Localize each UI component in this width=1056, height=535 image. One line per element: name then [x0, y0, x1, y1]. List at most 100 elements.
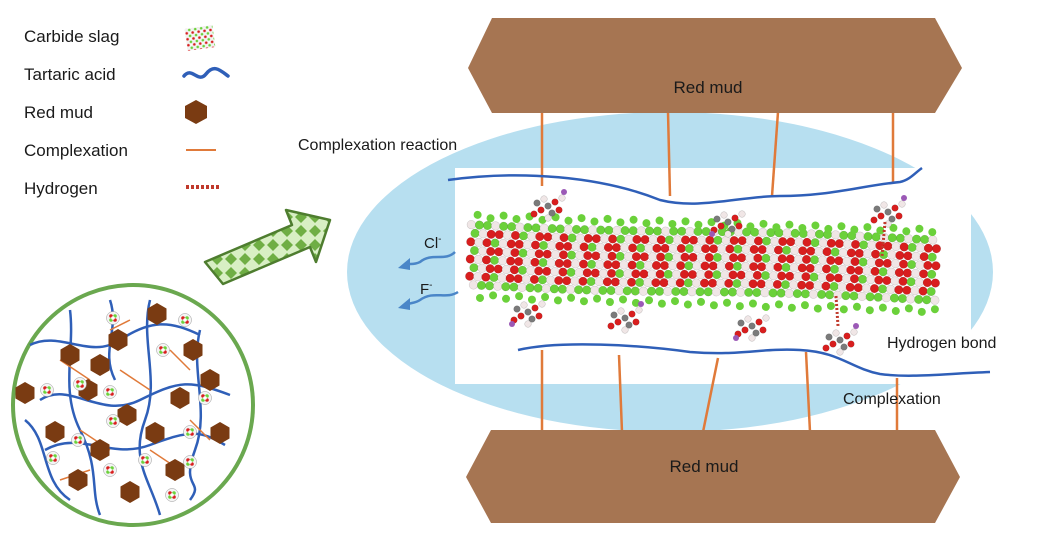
hydrogen-bonds: [834, 221, 887, 327]
lattice-atom: [526, 266, 536, 276]
lattice-atom: [834, 256, 844, 266]
lattice-atom: [817, 289, 827, 300]
lattice-atom: [671, 286, 681, 297]
lattice-atom: [680, 235, 691, 245]
lattice-atom: [841, 291, 851, 301]
bottom-red-mud-label: Red mud: [670, 457, 739, 476]
molecule-atom: [530, 210, 538, 218]
lattice-atom: [493, 264, 503, 274]
lattice-atom: [862, 249, 873, 259]
lattice-atom: [580, 225, 590, 235]
lattice-atom: [713, 235, 723, 245]
lattice-atom: [889, 293, 899, 303]
lattice-atom: [927, 252, 937, 262]
lattice-atom: [596, 225, 606, 235]
lattice-atom: [841, 273, 851, 283]
lattice-atom: [668, 261, 678, 271]
molecule-atom: [850, 328, 858, 336]
lattice-atom: [744, 270, 754, 280]
lattice-atom: [571, 242, 581, 252]
lattice-atom: [694, 220, 703, 229]
lattice-atom: [631, 252, 641, 262]
lattice-atom: [857, 291, 867, 301]
lattice-atom: [612, 225, 622, 235]
lattice-atom: [598, 285, 608, 295]
red-mud-particle: [200, 369, 220, 391]
lattice-atom: [922, 278, 932, 288]
lattice-atom: [541, 292, 550, 301]
hydrogen-bond-label: Hydrogen bond: [887, 335, 996, 352]
red-mud-particle: [90, 439, 110, 461]
lattice-atom: [652, 243, 662, 253]
carbide-slag-particle: [106, 311, 120, 325]
molecule-atom: [544, 202, 552, 210]
lattice-atom: [657, 299, 666, 308]
lattice-atom: [802, 237, 812, 247]
lattice-atom: [911, 251, 921, 261]
lattice-atom: [595, 259, 605, 270]
top-red-mud-block: Red mud: [468, 18, 962, 113]
lattice-atom: [761, 236, 772, 246]
lattice-atom: [849, 274, 860, 284]
lattice-atom: [616, 234, 626, 244]
lattice-atom: [562, 276, 572, 286]
lattice-atom: [915, 243, 925, 253]
tartaric-acid-icon: [182, 66, 230, 79]
lattice-atom: [903, 234, 914, 244]
lattice-atom: [574, 267, 584, 278]
lattice-atom: [594, 277, 604, 287]
lattice-atom: [559, 233, 569, 243]
lattice-atom: [477, 263, 487, 273]
lattice-atom: [891, 307, 900, 316]
tartaric-acid-chain-bottom: [517, 343, 991, 377]
lattice-atom: [801, 272, 811, 282]
lattice-atom: [782, 245, 792, 255]
lattice-atom: [676, 261, 686, 271]
lattice-atom: [760, 270, 771, 281]
lattice-atom: [691, 278, 701, 288]
lattice-atom: [530, 240, 541, 250]
lattice-atom: [494, 230, 504, 240]
carbide-slag-particle: [183, 425, 197, 439]
lattice-atom: [501, 282, 511, 292]
lattice-atom: [478, 246, 488, 256]
lattice-atom: [663, 269, 673, 279]
molecule-atom: [728, 225, 736, 233]
lattice-atom: [889, 223, 898, 232]
lattice-atom: [712, 252, 722, 263]
lattice-atom: [800, 289, 810, 299]
lattice-atom: [521, 274, 531, 284]
lattice-atom: [811, 221, 820, 230]
molecule-atom: [840, 343, 848, 351]
molecule-atom: [720, 211, 728, 219]
lattice-atom: [923, 260, 933, 270]
lattice-atom: [837, 222, 846, 231]
lattice-atom: [685, 226, 695, 236]
lattice-atom: [628, 243, 638, 253]
lattice-atom: [825, 290, 835, 300]
lattice-atom: [575, 250, 585, 260]
lattice-atom: [476, 280, 487, 290]
lattice-atom: [554, 258, 564, 268]
lattice-atom: [831, 230, 841, 240]
lattice-atom: [821, 264, 832, 274]
lattice-atom: [825, 273, 835, 283]
lattice-atom: [704, 252, 714, 262]
lattice-atom: [798, 224, 807, 233]
lattice-atom: [770, 236, 780, 246]
lattice-atom: [782, 228, 792, 238]
lattice-atom: [517, 265, 528, 275]
lattice-atom: [745, 253, 755, 263]
molecule-atom: [535, 312, 543, 320]
lattice-atom: [886, 267, 896, 277]
lattice-atom: [523, 222, 533, 233]
lattice-atom: [489, 255, 500, 265]
lattice-atom: [887, 250, 897, 260]
lattice-atom: [922, 295, 932, 305]
network-link: [189, 419, 211, 441]
lattice-atom: [813, 304, 822, 313]
tartaric-molecule: [870, 195, 907, 228]
lattice-atom: [725, 244, 735, 254]
lattice-atom: [842, 256, 852, 266]
molecule-atom: [617, 307, 625, 315]
